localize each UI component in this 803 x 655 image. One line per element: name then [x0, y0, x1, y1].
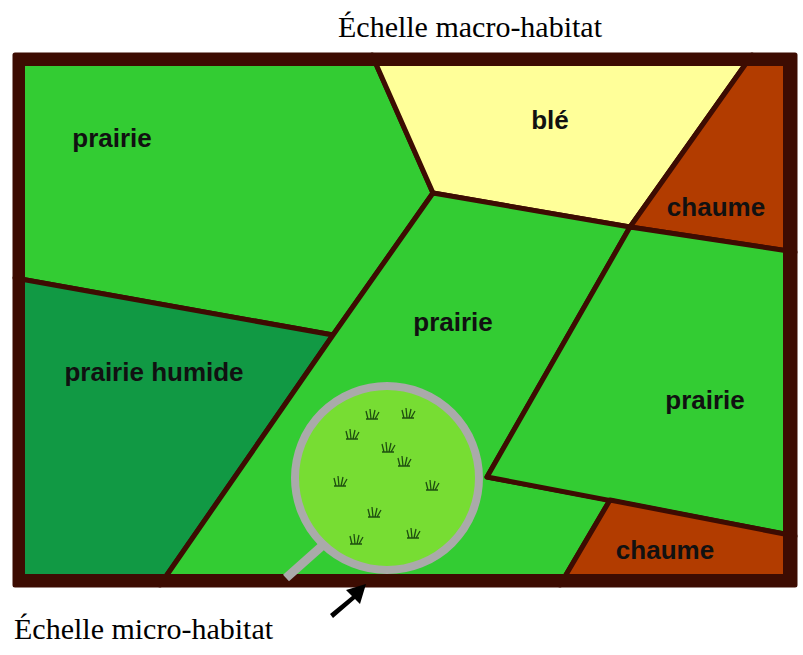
region-outline — [160, 193, 630, 585]
region-outline — [15, 278, 333, 585]
grass-tuft — [366, 409, 379, 419]
grass-tuft — [402, 408, 415, 418]
region-outline — [487, 227, 795, 536]
grass-tuft — [346, 429, 359, 439]
region-label: prairie — [72, 124, 152, 153]
grass-tuft — [350, 534, 363, 544]
grass-tuft — [382, 442, 395, 452]
region-label: chaume — [667, 193, 765, 222]
region-outline — [630, 55, 795, 252]
region-label: prairie — [665, 386, 745, 415]
grass-tuft — [334, 476, 347, 486]
region-label: chaume — [616, 536, 714, 565]
grass-tuft — [426, 480, 439, 490]
grass-tufts — [334, 408, 439, 544]
region-label: prairie — [413, 308, 493, 337]
grass-tuft — [368, 507, 381, 517]
region-outline — [15, 55, 433, 335]
grass-tuft — [398, 456, 411, 466]
map-title: Échelle macro-habitat — [338, 10, 602, 43]
region-label: prairie humide — [64, 358, 243, 387]
map-frame — [19, 60, 789, 580]
region-outline — [560, 500, 795, 585]
magnifier-lens — [295, 386, 479, 570]
region-outline — [372, 55, 752, 227]
scale-label: Échelle micro-habitat — [14, 612, 273, 645]
grass-tuft — [407, 528, 420, 538]
pointer-arrow — [330, 584, 366, 618]
magnifier-handle — [286, 546, 322, 578]
region-label: blé — [531, 106, 569, 135]
